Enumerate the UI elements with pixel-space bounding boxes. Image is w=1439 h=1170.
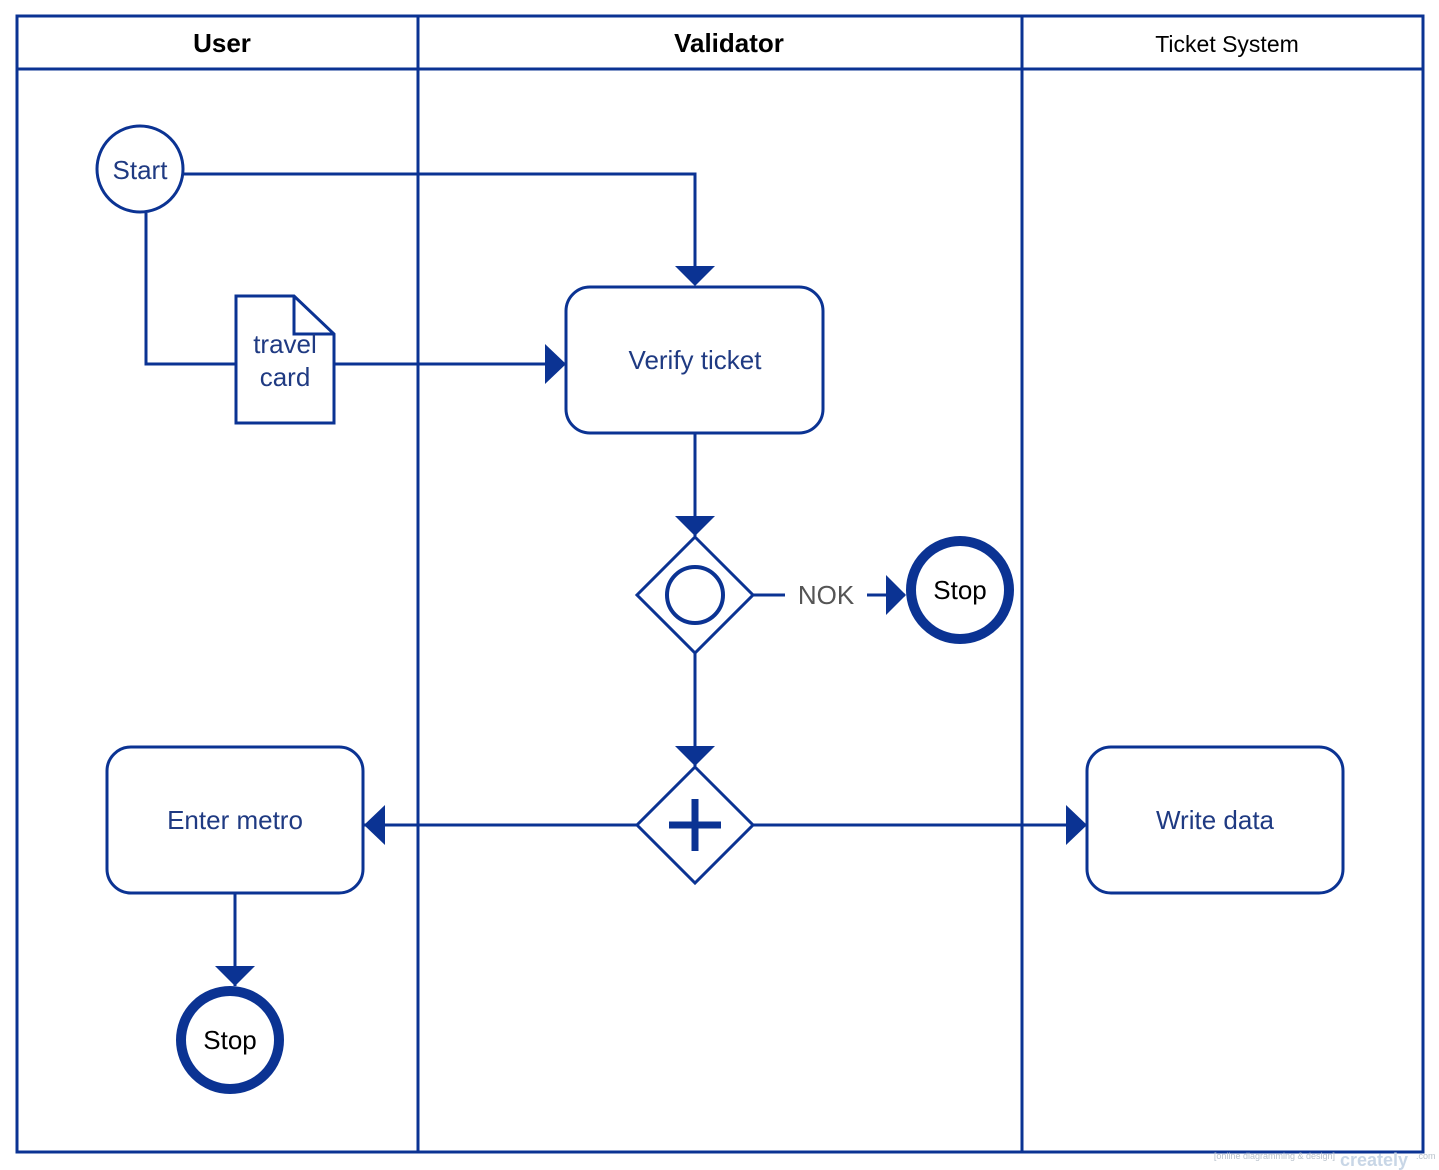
arrowhead-down-parallel <box>675 746 715 766</box>
stop-event-end-label: Stop <box>203 1025 257 1055</box>
arrowhead-right-stop-nok <box>886 575 906 615</box>
arrowhead-down-verify <box>675 266 715 286</box>
verify-ticket-box <box>564 285 825 435</box>
lane-title-ticket-system: Ticket System <box>1155 31 1299 57</box>
enter-metro-label: Enter metro <box>167 805 303 835</box>
watermark-tagline: [online diagramming & design] <box>1214 1151 1335 1161</box>
travel-card-document[interactable]: travel card <box>234 294 336 425</box>
arrowhead-left-enter-metro <box>364 805 385 845</box>
lane-title-user: User <box>193 28 251 58</box>
travel-card-label-line2: card <box>260 362 311 392</box>
watermark-brand: creately <box>1340 1150 1408 1170</box>
arrowhead-right-write-data <box>1066 805 1087 845</box>
watermark: [online diagramming & design] creately .… <box>1214 1150 1436 1170</box>
document-fold <box>292 296 334 336</box>
start-event[interactable]: Start <box>95 124 185 214</box>
gateway-event-circle-icon <box>665 565 725 625</box>
write-data-task[interactable]: Write data <box>1085 745 1345 895</box>
travel-card-label-line1: travel <box>253 329 317 359</box>
lane-title-validator: Validator <box>674 28 784 58</box>
stop-event-nok-label: Stop <box>933 575 987 605</box>
stop-event-end[interactable]: Stop <box>176 986 284 1094</box>
arrowheads <box>215 266 1087 986</box>
plus-icon <box>669 799 721 851</box>
edge-label-nok: NOK <box>798 580 855 610</box>
write-data-label: Write data <box>1156 805 1275 835</box>
stop-event-end-circle <box>176 986 284 1094</box>
stop-event-nok-circle <box>906 536 1014 644</box>
arrowhead-right-verify <box>545 344 566 384</box>
verify-ticket-label: Verify ticket <box>629 345 763 375</box>
enter-metro-box <box>105 745 365 895</box>
enter-metro-task[interactable]: Enter metro <box>105 745 365 895</box>
start-event-circle <box>95 124 185 214</box>
edge-start-to-verify <box>184 172 697 284</box>
edge-start-to-travel-card <box>144 213 236 366</box>
pool <box>15 14 1425 1154</box>
arrowhead-down-gateway <box>675 516 715 536</box>
arrowhead-down-stop-end <box>215 966 255 986</box>
pool-border <box>15 14 1425 1154</box>
write-data-box <box>1085 745 1345 895</box>
event-gateway[interactable] <box>634 534 756 656</box>
verify-ticket-task[interactable]: Verify ticket <box>564 285 825 435</box>
gateway-diamond <box>634 534 756 656</box>
start-event-label: Start <box>113 155 169 185</box>
watermark-suffix: .com <box>1416 1151 1436 1161</box>
stop-event-nok[interactable]: Stop <box>906 536 1014 644</box>
document-icon <box>234 294 336 425</box>
parallel-gateway[interactable] <box>634 764 756 886</box>
